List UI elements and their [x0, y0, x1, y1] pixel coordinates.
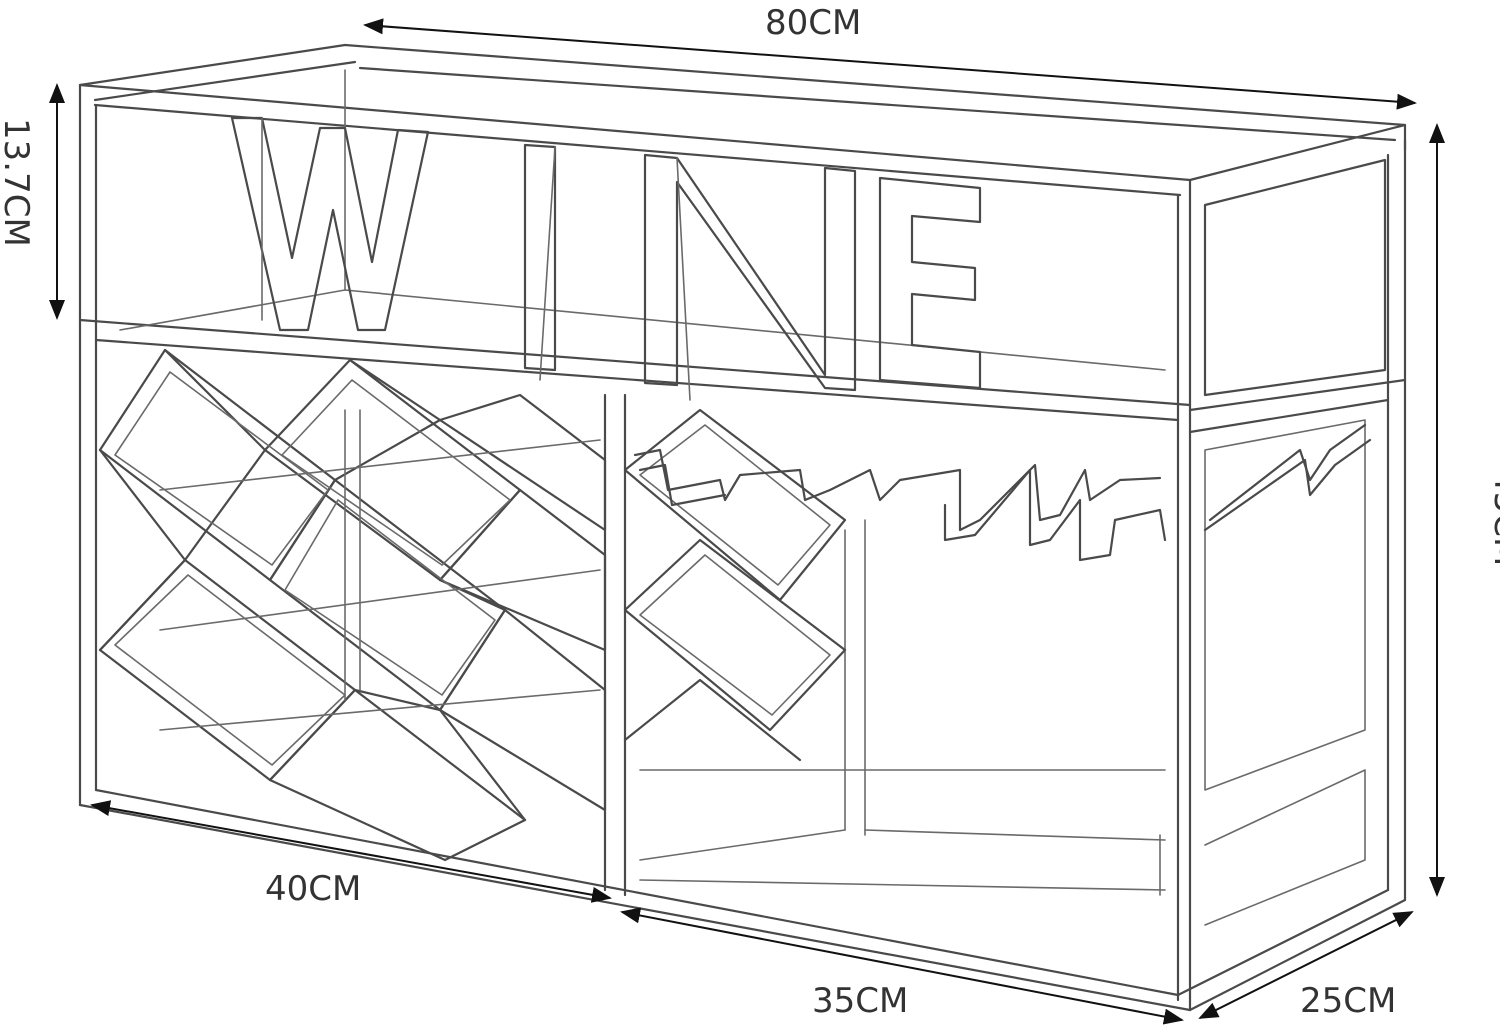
- wine-letters: [230, 116, 982, 401]
- label-bottom-left-width: 40CM: [265, 869, 361, 909]
- label-bottom-right-width: 35CM: [812, 981, 908, 1021]
- bottle-lattice: [98, 348, 847, 862]
- dimension-line-bottom-right-width: [620, 907, 1184, 1025]
- label-top-section-height: 13.7CM: [0, 118, 36, 247]
- dimension-labels: 80CM 13.7CM 45CM 40CM 35CM 25CM: [0, 3, 1500, 1021]
- label-depth: 25CM: [1300, 981, 1396, 1021]
- label-total-height: 45CM: [1486, 470, 1500, 566]
- label-top-width: 80CM: [765, 3, 861, 43]
- dimension-lines: [49, 18, 1445, 1025]
- rack-frame: [78, 43, 1407, 1012]
- dimension-line-depth: [1198, 911, 1414, 1019]
- dimension-line-bottom-left-width: [90, 800, 612, 903]
- dimension-line-top-width: [363, 18, 1417, 110]
- glass-hanger-rails: [633, 423, 1372, 562]
